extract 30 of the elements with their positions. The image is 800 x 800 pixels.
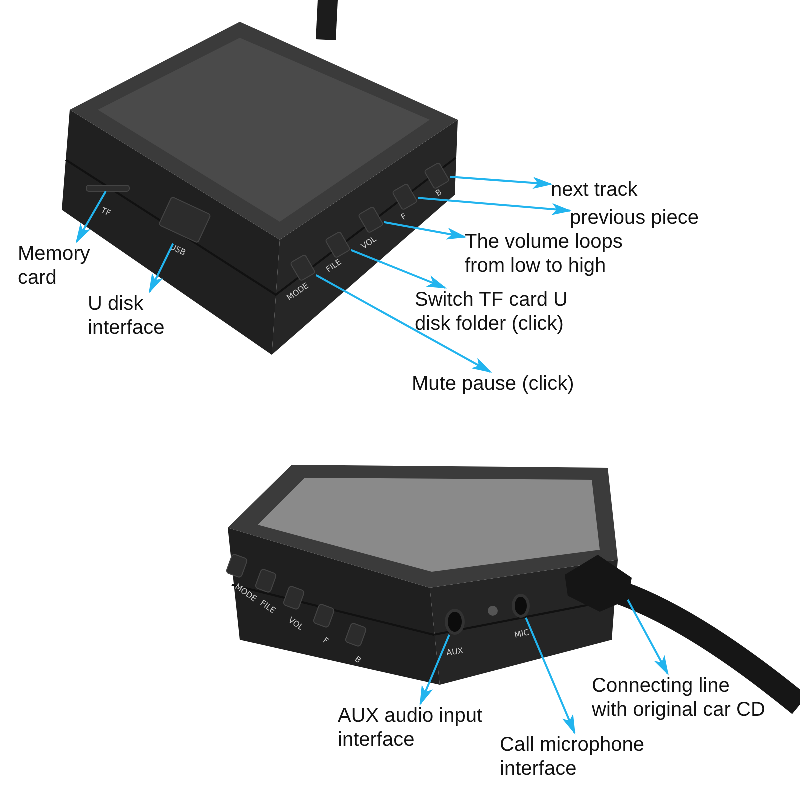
leader-arrow [450, 176, 553, 190]
printed-marking: F [400, 212, 408, 222]
leader-arrow [76, 191, 107, 244]
printed-marking: TF [100, 206, 112, 218]
printed-marking: AUX [446, 646, 464, 658]
leader-arrow [627, 600, 669, 676]
callout-text: Connecting line with original car CD [592, 674, 770, 722]
leader-arrow [420, 634, 450, 706]
callout-text: next track [551, 178, 701, 202]
leader-arrow [525, 618, 576, 735]
leader-arrow [350, 249, 448, 289]
printed-marking: FILE [258, 598, 278, 616]
printed-marking: F [322, 636, 330, 646]
callout-text: Memory card [18, 242, 108, 290]
printed-marking: VOL [360, 234, 378, 252]
printed-marking: B [353, 654, 363, 666]
printed-marking: FILE [324, 258, 344, 274]
printed-marking: B [434, 188, 444, 198]
leader-arrow [148, 243, 174, 294]
callout-text: The volume loops from low to high [465, 230, 650, 278]
leader-arrow [384, 221, 467, 240]
callout-text: Call microphone interface [500, 733, 670, 781]
callout-text: AUX audio input interface [338, 704, 483, 752]
callout-text: U disk interface [88, 292, 188, 340]
leader-arrow [316, 274, 492, 373]
callout-text: previous piece [570, 206, 740, 230]
callout-text: Switch TF card U disk folder (click) [415, 288, 595, 336]
callout-text: Mute pause (click) [412, 372, 612, 396]
printed-marking: MIC [514, 628, 530, 640]
leader-arrow [418, 197, 572, 216]
